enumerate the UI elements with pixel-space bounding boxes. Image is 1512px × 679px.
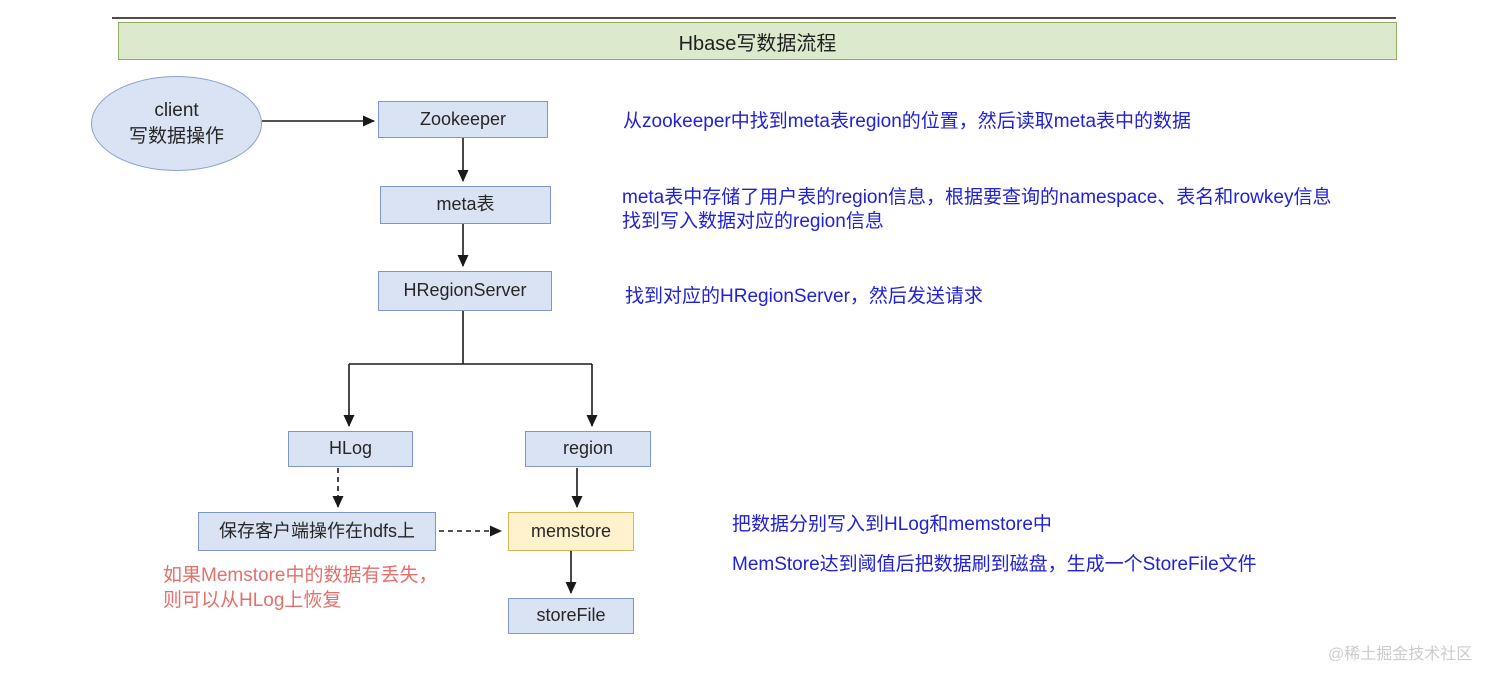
hregionserver-label: HRegionServer: [403, 280, 527, 301]
zookeeper-node: Zookeeper: [378, 101, 548, 138]
hregionserver-node: HRegionServer: [378, 271, 552, 311]
hlog-node: HLog: [288, 431, 413, 467]
annotation-recover-line1: 如果Memstore中的数据有丢失，: [163, 565, 438, 586]
storefile-node: storeFile: [508, 598, 634, 634]
annotation-recover-line2: 则可以从HLog上恢复: [163, 590, 342, 611]
client-node: client 写数据操作: [91, 76, 262, 171]
meta-table-label: meta表: [436, 194, 495, 215]
annotation-flush: MemStore达到阈值后把数据刷到磁盘，生成一个StoreFile文件: [732, 554, 1257, 575]
region-node: region: [525, 431, 651, 467]
storefile-label: storeFile: [536, 605, 606, 626]
annotation-zookeeper: 从zookeeper中找到meta表region的位置，然后读取meta表中的数…: [623, 111, 1192, 132]
hdfs-save-label: 保存客户端操作在hdfs上: [218, 520, 416, 541]
watermark: @稀土掘金技术社区: [1328, 646, 1473, 663]
memstore-label: memstore: [530, 520, 611, 541]
hdfs-save-node: 保存客户端操作在hdfs上: [198, 512, 436, 551]
annotation-write: 把数据分别写入到HLog和memstore中: [732, 514, 1052, 535]
region-label: region: [562, 438, 614, 459]
client-label-line2: 写数据操作: [128, 125, 224, 147]
memstore-node: memstore: [508, 512, 634, 551]
annotation-meta-line2: 找到写入数据对应的region信息: [622, 211, 884, 232]
meta-table-node: meta表: [380, 186, 551, 224]
zookeeper-label: Zookeeper: [419, 108, 507, 129]
top-divider-line: [112, 17, 1396, 19]
annotation-hregionserver: 找到对应的HRegionServer，然后发送请求: [625, 286, 983, 307]
diagram-title-label: Hbase写数据流程: [678, 32, 837, 55]
annotation-meta: meta表中存储了用户表的region信息，根据要查询的namespace、表名…: [622, 186, 1331, 234]
hlog-label: HLog: [328, 438, 373, 459]
annotation-meta-line1: meta表中存储了用户表的region信息，根据要查询的namespace、表名…: [622, 187, 1332, 208]
client-label-line1: client: [154, 99, 199, 121]
diagram-title: Hbase写数据流程: [118, 22, 1397, 60]
annotation-recover: 如果Memstore中的数据有丢失， 则可以从HLog上恢复: [163, 563, 437, 613]
